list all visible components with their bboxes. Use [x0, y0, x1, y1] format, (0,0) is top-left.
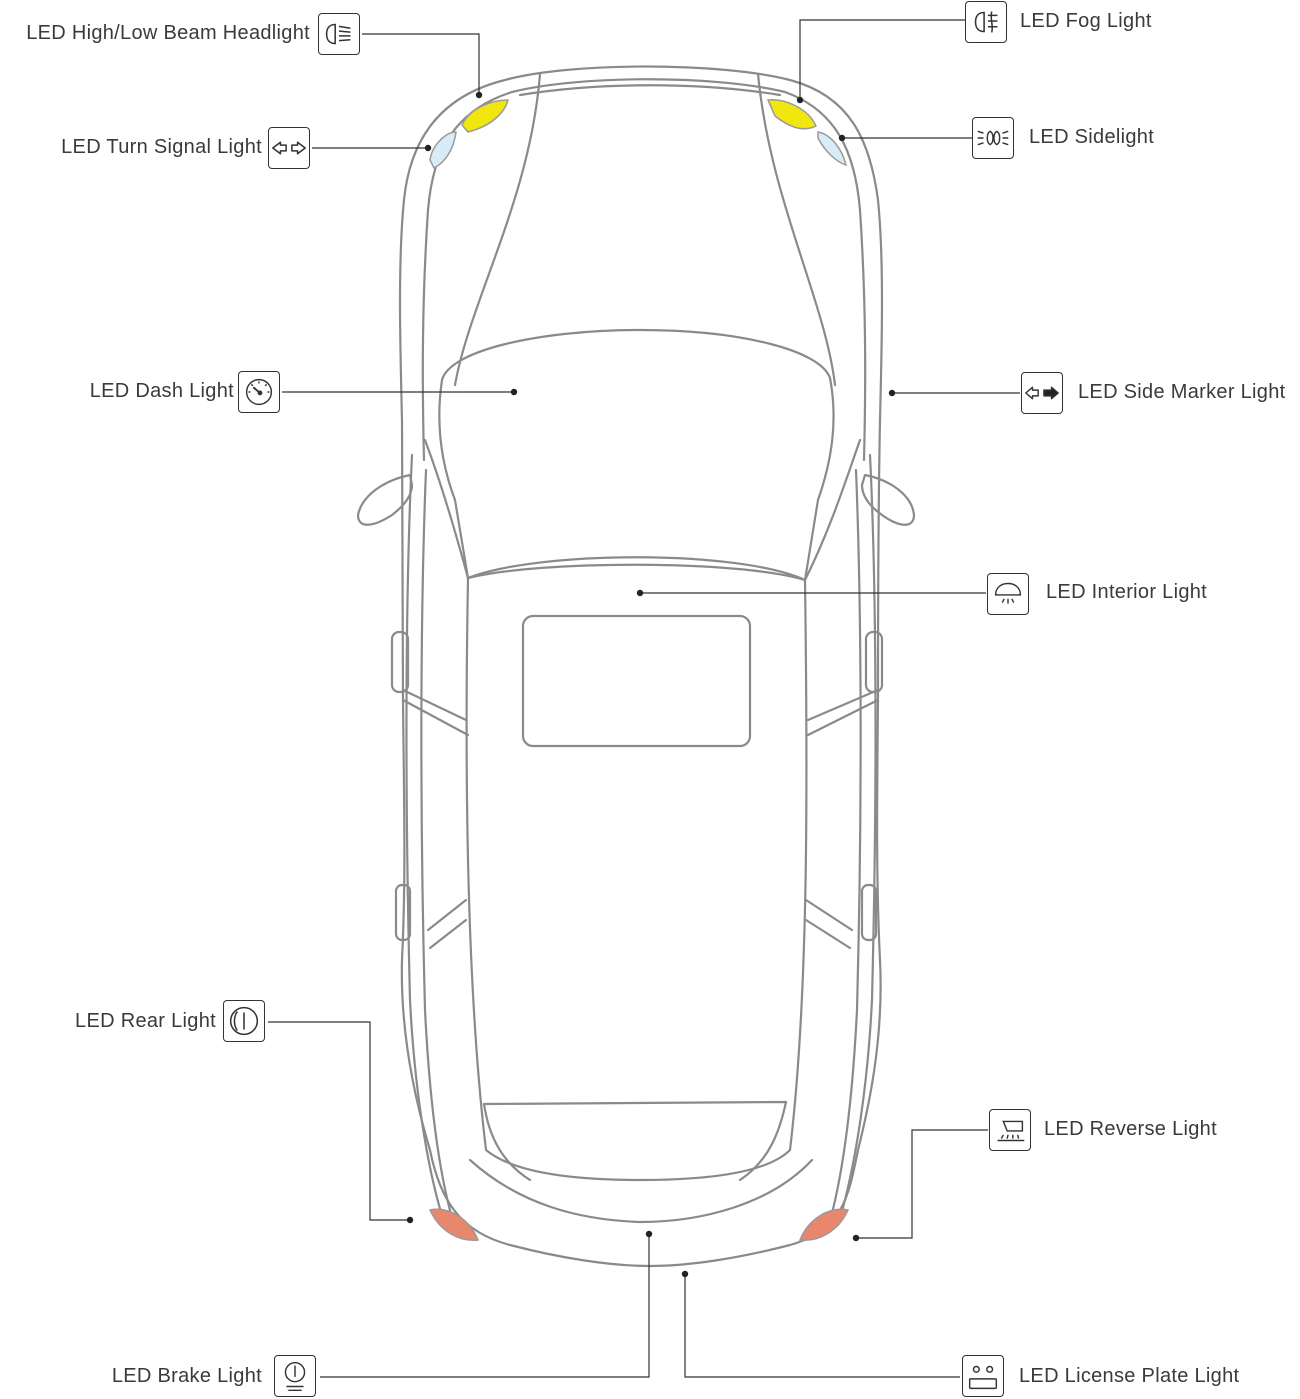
roof-outline [465, 556, 808, 1182]
turn-signal-arrows-icon [268, 127, 310, 169]
car-inner-outline [421, 78, 867, 462]
leader-fog [799, 19, 965, 100]
door-line-left-3 [426, 898, 468, 932]
headlight-beam-icon [318, 13, 360, 55]
leader-headlight [362, 33, 480, 95]
headlamp-left [461, 99, 509, 133]
turn-lamp-right [817, 131, 848, 167]
label-brake: LED Brake Light [111, 1365, 262, 1387]
a-pillar-left [423, 438, 470, 580]
door-handle-right-rear [860, 883, 878, 942]
leader-lines [268, 19, 1020, 1378]
car-outer-body [398, 65, 884, 1268]
rear-light-circle-icon [223, 1000, 265, 1042]
door-handle-left-rear [394, 883, 412, 942]
label-turn-signal: LED Turn Signal Light [61, 136, 262, 158]
label-fog: LED Fog Light [1020, 10, 1152, 32]
dot-dash [510, 388, 518, 396]
lamps [428, 99, 850, 1241]
leader-reverse [856, 1129, 988, 1239]
sidelight-icon [972, 117, 1014, 159]
door-handle-right-front [864, 630, 884, 694]
leader-dots [406, 91, 896, 1278]
door-line-left-4 [428, 918, 468, 950]
door-line-right-4 [804, 918, 852, 950]
license-plate-icon [962, 1355, 1004, 1397]
side-marker-arrow-icon [1021, 372, 1063, 414]
tail-lamp-right [798, 1208, 850, 1241]
dot-rear [406, 1216, 414, 1224]
side-sill-left-inner [420, 468, 457, 1230]
door-line-right-1 [806, 698, 880, 737]
dot-fog [796, 96, 804, 104]
dot-headlight [475, 91, 483, 99]
car-body [356, 65, 916, 1268]
side-sill-right-outer [836, 453, 877, 1227]
side-sill-left-outer [405, 453, 447, 1227]
hood-line-right [756, 72, 837, 387]
dot-reverse [852, 1234, 860, 1242]
leader-brake [320, 1234, 650, 1378]
speedometer-icon [238, 371, 280, 413]
brake-light-icon [274, 1355, 316, 1397]
dot-sidelight [838, 134, 846, 142]
fog-light-icon [965, 1, 1007, 43]
mirror-right [860, 473, 916, 526]
turn-lamp-left [429, 131, 457, 170]
trunk-outline [468, 1158, 814, 1224]
label-interior: LED Interior Light [1046, 581, 1208, 603]
leader-license-plate [684, 1274, 960, 1378]
label-dash: LED Dash Light [89, 380, 234, 402]
label-reverse: LED Reverse Light [1044, 1118, 1217, 1140]
label-headlight: LED High/Low Beam Headlight [26, 22, 310, 44]
label-license-plate: LED License Plate Light [1019, 1365, 1240, 1387]
a-pillar-right [803, 438, 862, 582]
dot-brake [645, 1230, 653, 1238]
headlamp-right [766, 99, 817, 130]
dot-interior [636, 589, 644, 597]
dot-license-plate [681, 1270, 689, 1278]
door-handle-left-front [390, 630, 410, 694]
door-line-right-3 [804, 898, 854, 932]
side-sill-right-inner [826, 468, 862, 1230]
sunroof [521, 614, 752, 748]
dome-light-icon [987, 573, 1029, 615]
label-sidelight: LED Sidelight [1029, 126, 1155, 148]
dot-side-marker [888, 389, 896, 397]
door-line-left-1 [401, 698, 470, 737]
reverse-light-icon [989, 1109, 1031, 1151]
leader-rear [268, 1021, 410, 1221]
door-line-left-2 [401, 688, 468, 722]
rear-window [482, 1100, 788, 1182]
hood-line-left [453, 72, 542, 387]
label-rear: LED Rear Light [75, 1010, 216, 1032]
hood-top-curve [518, 84, 782, 97]
tail-lamp-left [428, 1208, 480, 1241]
dot-turn-signal [424, 144, 432, 152]
mirror-left [356, 473, 414, 526]
windshield [438, 328, 835, 582]
label-side-marker: LED Side Marker Light [1078, 381, 1286, 403]
door-line-right-2 [806, 688, 880, 722]
